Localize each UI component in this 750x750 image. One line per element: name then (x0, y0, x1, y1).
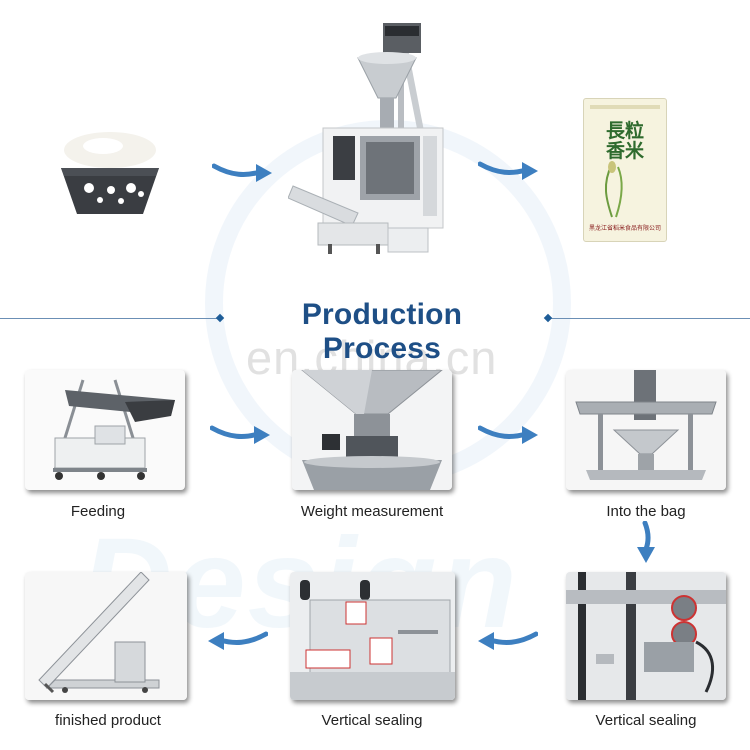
step-panel-vertical-sealing-side (566, 572, 726, 700)
bag-former-image (566, 370, 726, 490)
rice-bag-footer: 黑龙江省稻米食品有限公司 (588, 226, 661, 232)
step-panel-finished-product (25, 572, 187, 700)
title-rule-left (0, 318, 220, 319)
step-panel-into-the-bag (566, 370, 726, 490)
arrow-left-icon (478, 631, 538, 650)
step-caption: Vertical sealing (321, 712, 423, 729)
step-panel-vertical-sealing-front (290, 572, 455, 700)
arrow-left-icon (208, 631, 268, 650)
output-conveyor-image (25, 572, 187, 700)
step-caption: Vertical sealing (595, 712, 697, 729)
step-caption: Feeding (70, 503, 126, 520)
arrow-right-icon (478, 161, 538, 180)
packaging-machine-image (288, 23, 444, 254)
rice-bag-image: 長粒香米 黑龙江省稻米食品有限公司 (583, 98, 667, 242)
weigher-image (292, 370, 452, 490)
arrow-right-icon (212, 163, 272, 182)
step-caption: finished product (55, 712, 161, 729)
step-caption: Into the bag (606, 503, 686, 520)
sealing-side-image (566, 572, 726, 700)
arrow-down-icon (637, 521, 655, 563)
feeder-machine-image (53, 379, 175, 480)
arrow-right-icon (210, 425, 270, 444)
sealing-front-image (290, 572, 455, 700)
step-caption: Weight measurement (300, 503, 444, 520)
step-panel-feeding (25, 370, 185, 490)
step-panel-weight-measurement (292, 370, 452, 490)
rice-bag-label: 長粒香米 (606, 120, 645, 162)
title-rule-right (548, 318, 750, 319)
page-title: Production Process (301, 298, 463, 365)
rice-bowl-image (61, 132, 159, 214)
arrow-right-icon (478, 425, 538, 444)
